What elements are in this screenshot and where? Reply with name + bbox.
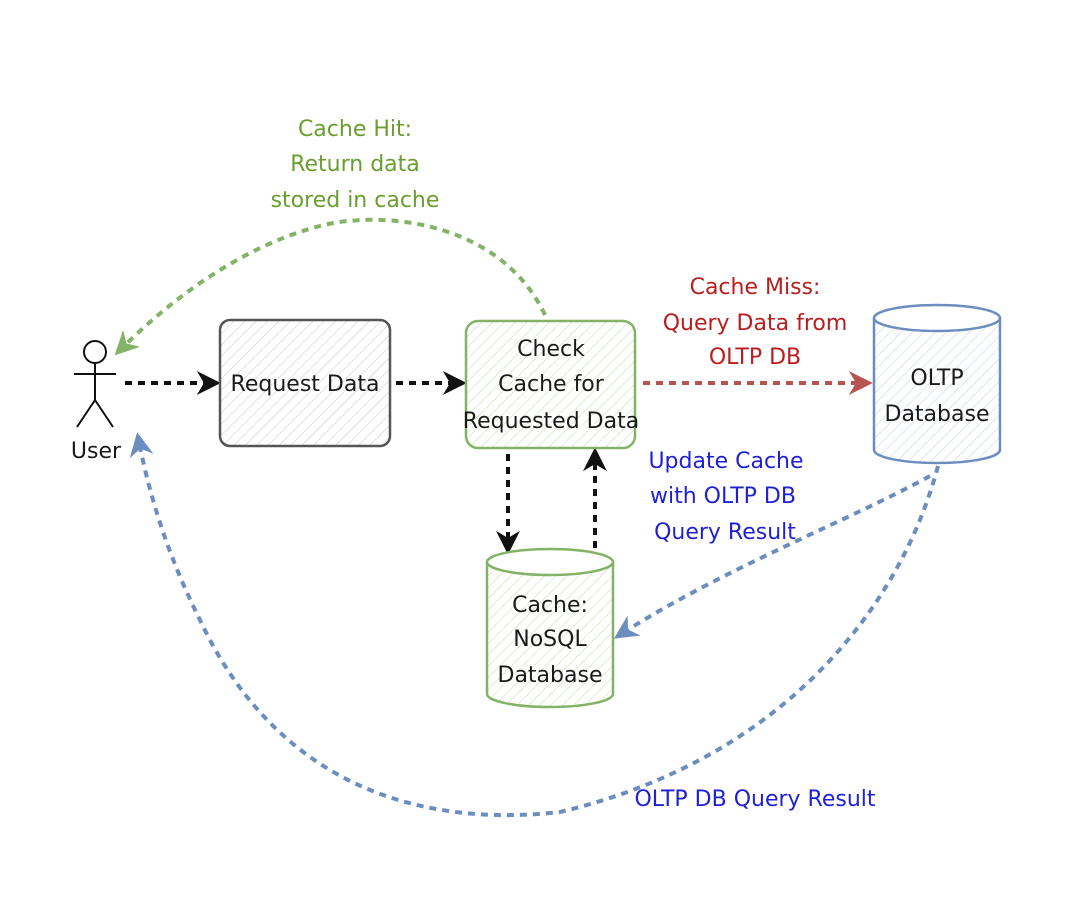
oltp-line-2: Database — [885, 402, 990, 427]
update-cache-line-1: Update Cache — [648, 449, 803, 474]
cache-hit-line-2: Return data — [290, 152, 420, 177]
update-cache-label: Update Cache with OLTP DB Query Result — [648, 449, 803, 545]
check-cache-line-3: Requested Data — [463, 409, 639, 434]
node-request-data: Request Data — [218, 318, 392, 448]
check-cache-line-1: Check — [517, 337, 585, 362]
cache-line-3: Database — [498, 663, 603, 688]
edge-cache-hit — [114, 217, 547, 356]
cache-miss-label: Cache Miss: Query Data from OLTP DB — [663, 275, 848, 370]
oltp-line-1: OLTP — [910, 366, 963, 391]
edge-oltp-result — [129, 432, 940, 817]
cache-miss-line-1: Cache Miss: — [690, 275, 821, 300]
user-label: User — [71, 439, 122, 464]
stick-figure-icon — [74, 340, 116, 428]
cache-line-2: NoSQL — [513, 627, 587, 652]
cache-hit-line-3: stored in cache — [271, 188, 440, 213]
cache-line-1: Cache: — [512, 593, 588, 618]
cache-miss-line-3: OLTP DB — [709, 345, 801, 370]
request-data-label: Request Data — [231, 372, 380, 397]
oltp-result-label: OLTP DB Query Result — [634, 787, 875, 812]
update-cache-line-2: with OLTP DB — [650, 484, 796, 509]
node-oltp-database: OLTP Database — [872, 303, 1002, 465]
edge-update-cache — [613, 474, 931, 639]
cache-miss-line-2: Query Data from — [663, 311, 848, 336]
cache-hit-label: Cache Hit: Return data stored in cache — [271, 117, 440, 213]
node-check-cache: Check Cache for Requested Data — [463, 319, 639, 450]
check-cache-line-2: Cache for — [498, 372, 605, 397]
update-cache-line-3: Query Result — [654, 520, 796, 545]
node-cache-database: Cache: NoSQL Database — [485, 547, 615, 709]
cache-hit-line-1: Cache Hit: — [298, 117, 412, 142]
